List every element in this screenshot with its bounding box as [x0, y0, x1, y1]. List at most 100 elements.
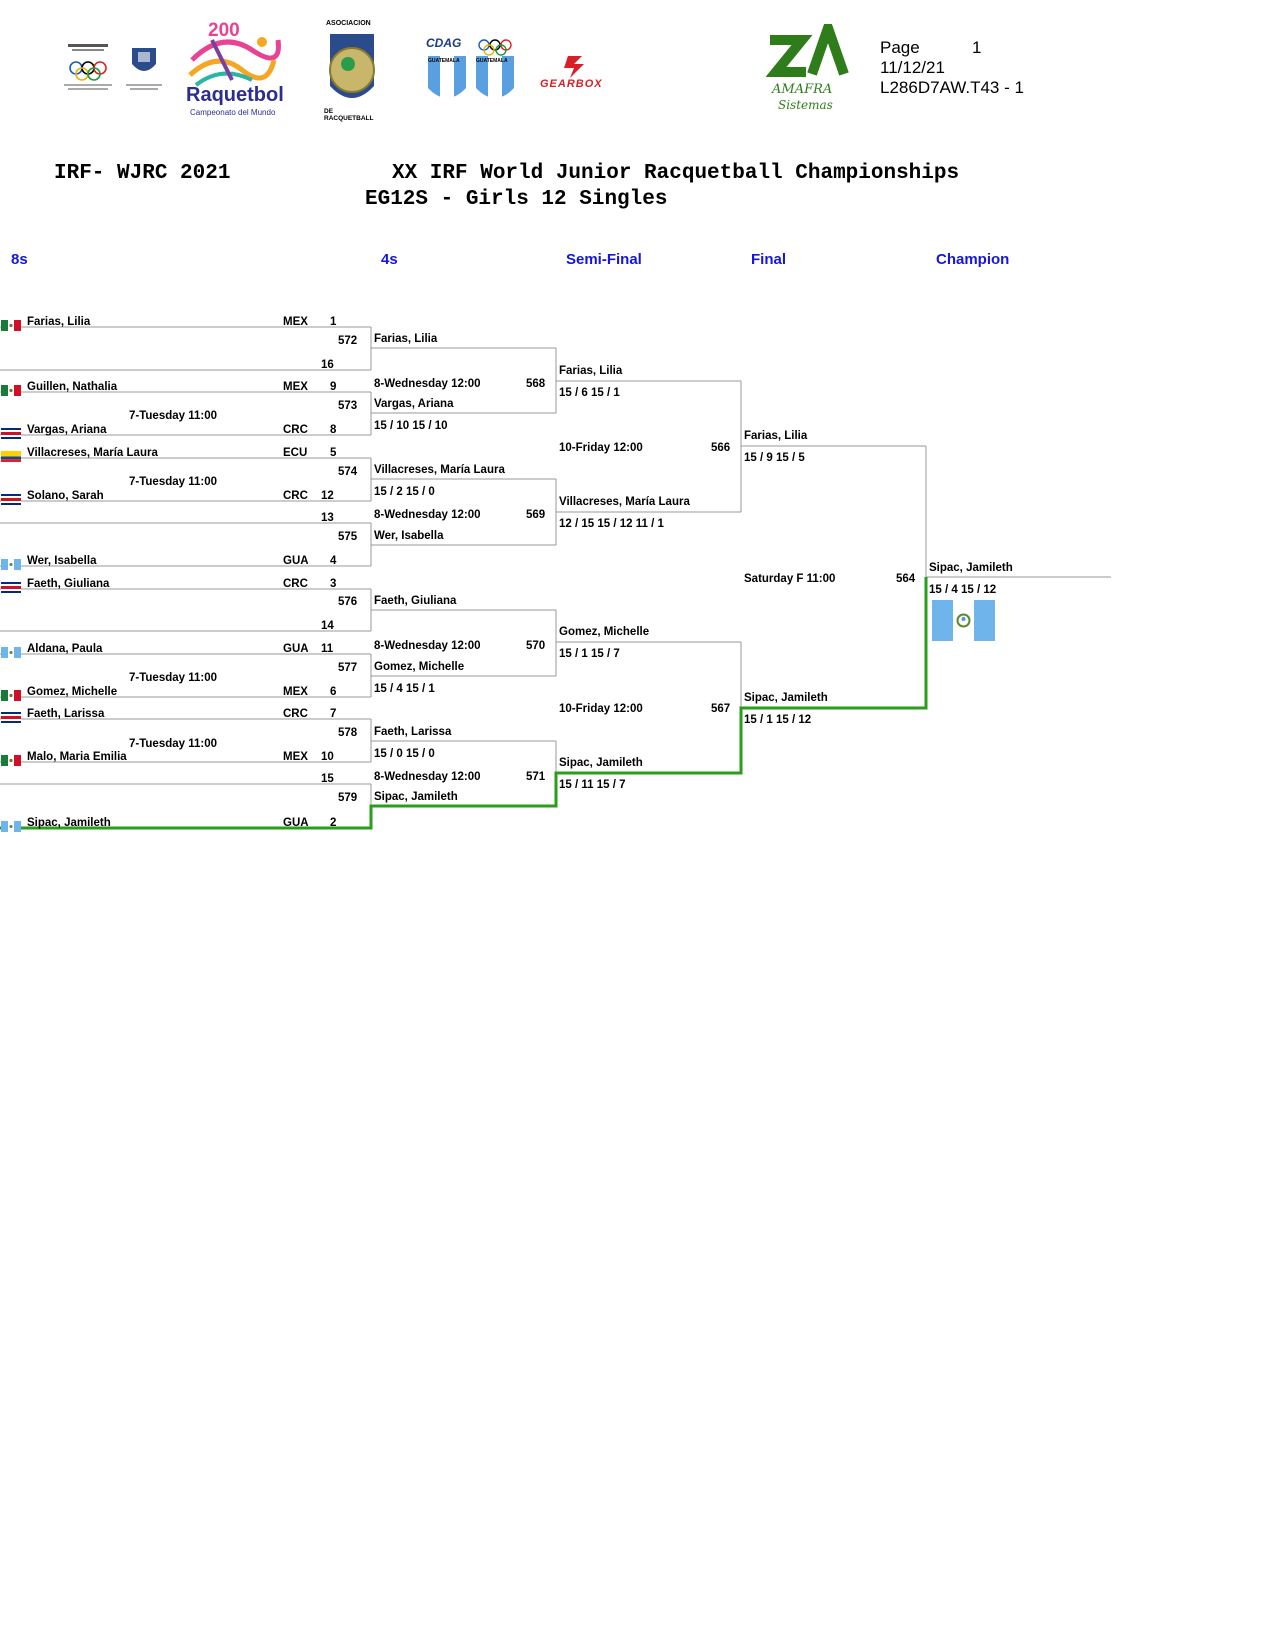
flag-mex-icon	[1, 320, 21, 331]
round2-player-name: Vargas, Ariana	[374, 398, 454, 410]
player-name: Aldana, Paula	[27, 643, 103, 655]
flag-crc-icon	[1, 428, 21, 439]
match-time: 10-Friday 12:00	[559, 702, 643, 715]
round3-player-name: Gomez, Michelle	[559, 626, 650, 638]
round2-player-name: Gomez, Michelle	[374, 661, 465, 673]
cdag-text: CDAG	[426, 36, 462, 50]
match-time: 8-Wednesday 12:00	[374, 377, 481, 390]
flag-mex-icon	[1, 385, 21, 396]
round4-player-name: Farias, Lilia	[744, 430, 808, 442]
page-title: XX IRF World Junior Racquetball Champion…	[392, 162, 960, 185]
player-seed: 16	[321, 359, 334, 371]
player-seed: 4	[330, 555, 337, 567]
player-seed: 15	[321, 773, 334, 785]
player-country: MEX	[283, 381, 308, 393]
player-seed: 11	[321, 643, 334, 655]
round2-player-name: Wer, Isabella	[374, 530, 444, 542]
player-seed: 13	[321, 512, 334, 524]
match-number: 579	[338, 792, 358, 804]
raquetbol-200-text: 200	[208, 20, 240, 41]
winner-path	[0, 577, 928, 830]
round3-player-name: Sipac, Jamileth	[559, 757, 643, 769]
round3-player-name: Farias, Lilia	[559, 365, 623, 377]
round-header-champion: Champion	[936, 251, 1010, 268]
round2-score: 15 / 0 15 / 0	[374, 748, 435, 760]
player-seed: 3	[330, 578, 337, 590]
champion-flag-guatemala	[932, 600, 995, 641]
match-time: 7-Tuesday 11:00	[129, 672, 218, 684]
match-number: 575	[338, 530, 358, 543]
match-time: 8-Wednesday 12:00	[374, 640, 481, 652]
round2-player-name: Villacreses, María Laura	[374, 464, 505, 476]
flag-ecu-icon	[1, 451, 21, 462]
match-number: 574	[338, 465, 358, 478]
report-date: 11/12/21	[880, 58, 945, 77]
player-name: Vargas, Ariana	[27, 424, 107, 436]
player-country: MEX	[283, 751, 308, 763]
player-seed: 1	[330, 316, 337, 328]
player-name: Malo, Maria Emilia	[27, 751, 127, 763]
match-time: 10-Friday 12:00	[559, 441, 643, 454]
logo-gearbox: GEARBOX	[538, 52, 628, 98]
asociacion-bottom-text: DE RACQUETBALL	[324, 108, 374, 122]
player-seed: 12	[321, 490, 334, 502]
match-number: 578	[338, 726, 358, 739]
asociacion-top-text: ASOCIACION	[326, 20, 371, 27]
guatemala-label-1: GUATEMALA	[428, 58, 460, 64]
player-country: GUA	[283, 643, 309, 655]
match-number: 572	[338, 334, 358, 347]
match-number: 564	[896, 573, 916, 585]
raquetbol-sub: Campeonato del Mundo	[190, 108, 276, 117]
match-number: 568	[526, 377, 546, 390]
flag-mex-icon	[1, 690, 21, 701]
round-header-4s: 4s	[381, 251, 398, 268]
match-time: 8-Wednesday 12:00	[374, 509, 481, 521]
player-country: MEX	[283, 316, 308, 328]
player-name: Solano, Sarah	[27, 490, 104, 502]
match-number: 576	[338, 596, 358, 608]
match-number: 569	[526, 509, 546, 521]
round3-score: 15 / 11 15 / 7	[559, 779, 626, 791]
amafra-sub-text: Sistemas	[778, 98, 833, 112]
round4-score: 15 / 1 15 / 12	[744, 714, 812, 726]
logo-raquetbol-200: 200 Raquetbol Campeonato del Mundo	[182, 20, 284, 120]
flag-mex-icon	[1, 755, 21, 766]
match-time: 7-Tuesday 11:00	[129, 410, 218, 422]
round2-score: 15 / 2 15 / 0	[374, 486, 435, 498]
round4-score: 15 / 9 15 / 5	[744, 452, 805, 464]
match-time: 7-Tuesday 11:00	[129, 476, 218, 488]
player-country: CRC	[283, 490, 308, 502]
flag-crc-icon	[1, 582, 21, 593]
round3-score: 15 / 1 15 / 7	[559, 648, 620, 660]
round2-score: 15 / 10 15 / 10	[374, 420, 448, 432]
round2-player-name: Farias, Lilia	[374, 333, 438, 345]
logo-olympic-committee	[60, 44, 116, 94]
flag-crc-icon	[1, 712, 21, 723]
raquetbol-name: Raquetbol	[186, 84, 284, 106]
flag-gua-icon	[1, 559, 21, 570]
page-label: Page	[880, 38, 920, 57]
player-country: CRC	[283, 424, 308, 436]
champion-score: 15 / 4 15 / 12	[929, 584, 997, 596]
round3-player-name: Villacreses, María Laura	[559, 496, 690, 508]
player-country: GUA	[283, 555, 309, 567]
player-seed: 8	[330, 424, 337, 436]
flag-gua-icon	[1, 821, 21, 832]
player-seed: 5	[330, 447, 337, 459]
player-name: Faeth, Giuliana	[27, 578, 110, 590]
player-country: MEX	[283, 686, 308, 698]
player-country: GUA	[283, 817, 309, 829]
logo-cdag: CDAG GUATEMALA GUATEMALA	[424, 36, 518, 108]
division-title: EG12S - Girls 12 Singles	[365, 188, 668, 211]
round2-player-name: Sipac, Jamileth	[374, 791, 458, 803]
champion-name: Sipac, Jamileth	[929, 562, 1013, 574]
match-number: 567	[711, 702, 731, 715]
match-number: 571	[526, 770, 546, 783]
player-name: Wer, Isabella	[27, 555, 97, 567]
round-header-8s: 8s	[11, 251, 28, 268]
round2-player-name: Faeth, Larissa	[374, 726, 452, 738]
match-time: 8-Wednesday 12:00	[374, 770, 481, 783]
player-country: ECU	[283, 447, 308, 459]
match-number: 577	[338, 661, 358, 674]
player-name: Sipac, Jamileth	[27, 817, 111, 829]
